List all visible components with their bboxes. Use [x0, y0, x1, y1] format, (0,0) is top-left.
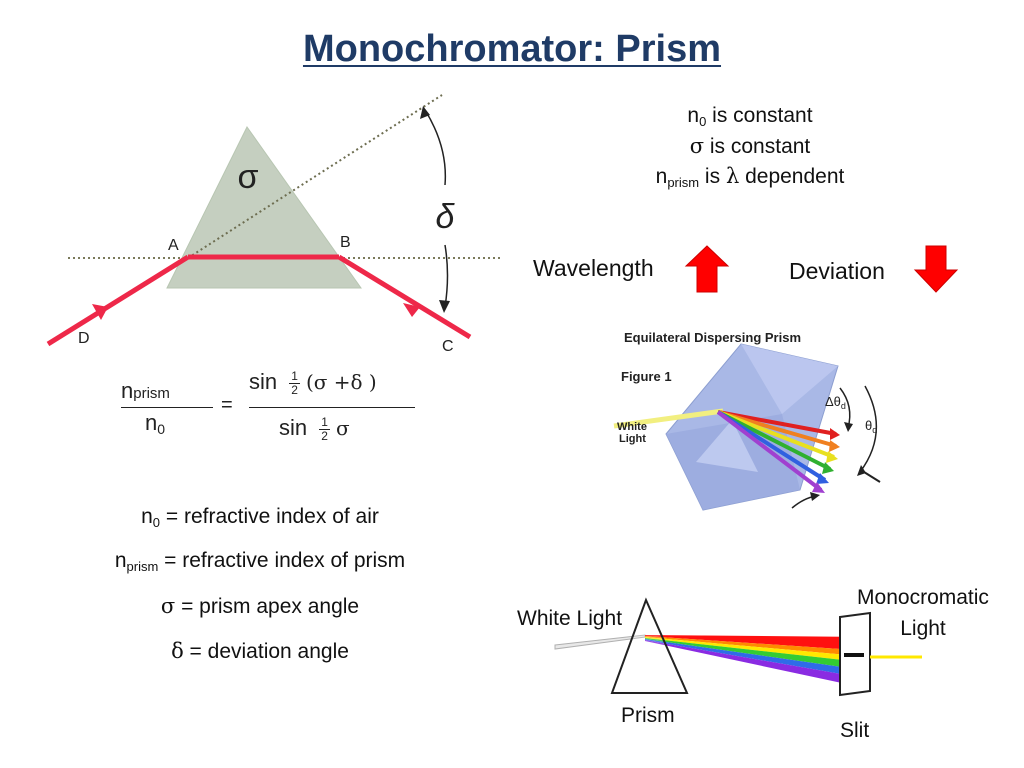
extended-ray-line [187, 94, 443, 259]
delta-theta-label: Δθd [825, 394, 846, 411]
condition-nprism: nprism is λ dependent [655, 164, 845, 190]
point-c-label: C [442, 338, 454, 355]
incident-ray [46, 254, 190, 347]
monochromatic-label-2: Light [900, 617, 946, 640]
wavelength-label: Wavelength [533, 255, 654, 281]
prism-label: Prism [621, 704, 675, 727]
formula-equals: = [221, 394, 233, 416]
definition-delta: δ = deviation angle [171, 639, 349, 663]
incident-ray-arrow [92, 304, 108, 320]
arrow-up-icon [684, 245, 730, 293]
white-light-label-2: Light [619, 433, 646, 445]
deviation-arc-upper [424, 109, 447, 186]
theta-label: θd [865, 418, 877, 435]
prism-triangle [166, 126, 362, 289]
arrow-down-icon [913, 245, 959, 293]
definition-n0: n0 = refractive index of air [141, 505, 379, 530]
point-d-label: D [78, 330, 90, 347]
monochromatic-label-1: Monocromatic [857, 586, 989, 609]
condition-n0: n0 is constant [687, 104, 813, 129]
figure-caption: Equilateral Dispersing Prism [624, 330, 801, 345]
definition-nprism: nprism = refractive index of prism [114, 549, 406, 574]
definition-sigma: σ = prism apex angle [160, 594, 360, 618]
point-b-label: B [340, 234, 351, 251]
page-title: Monochromator: Prism [302, 28, 722, 70]
sigma-label: σ [238, 158, 259, 196]
point-a-label: A [168, 237, 179, 254]
exit-ray-arrow [403, 303, 420, 317]
dispersing-prism-figure: Equilateral Dispersing Prism Figure 1 Wh… [613, 330, 881, 511]
formula-numerator-left: nprism [121, 378, 170, 403]
condition-sigma: σ is constant [689, 134, 811, 158]
deviation-arc-lower [444, 244, 449, 308]
formula-denominator-left: n0 [145, 410, 166, 437]
bottom-prism [610, 597, 689, 694]
monochromator-schematic [554, 597, 922, 697]
white-light-label: White Light [517, 607, 623, 630]
white-light-label-1: White [617, 421, 647, 433]
slit-label: Slit [840, 719, 870, 742]
deviation-label: Deviation [789, 258, 885, 284]
delta-label: δ [436, 198, 456, 236]
white-light-ray [613, 408, 724, 429]
exit-ray [337, 254, 472, 340]
figure-label: Figure 1 [621, 369, 672, 384]
prism-deviation-diagram: σ δ A B C D [46, 94, 500, 355]
